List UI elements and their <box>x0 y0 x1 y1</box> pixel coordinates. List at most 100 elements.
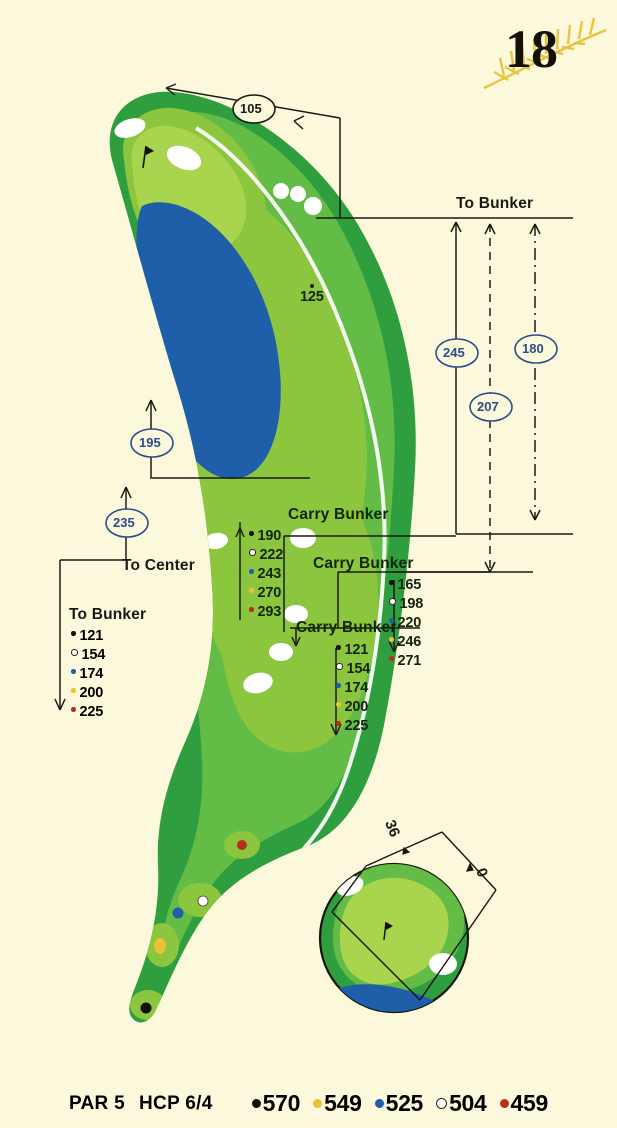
fairway-marker-dot <box>309 284 314 288</box>
distance-value: 271 <box>397 652 422 669</box>
palm-frond-icon <box>483 17 607 90</box>
circle-180-label: 180 <box>522 341 544 356</box>
tee-dot-red <box>249 607 254 612</box>
flag-pin-icon <box>142 145 154 169</box>
circle-235-badge <box>105 508 149 538</box>
tee-dot-red <box>389 656 394 661</box>
scorecard-footer: PAR 5 HCP 6/4 570 549 525 504 459 <box>0 1090 617 1117</box>
tee-dot-yellow <box>389 637 394 642</box>
carry-bunker-2-list: 165 198 220 246 271 <box>389 575 423 670</box>
tee-marker-blue <box>172 907 184 919</box>
tee-dot-blue <box>71 669 76 674</box>
tee-distance-white: 504 <box>436 1090 487 1117</box>
tee-distance-red: 459 <box>499 1090 549 1117</box>
tee-marker-white <box>197 895 209 907</box>
distance-value: 154 <box>346 660 371 677</box>
tee-distance-value: 549 <box>324 1090 362 1116</box>
circle-235-label: 235 <box>113 515 135 530</box>
hole-number: 18 <box>505 19 558 79</box>
tee-dot-black <box>336 645 341 650</box>
green-detail-inset <box>318 831 497 1014</box>
distance-value: 198 <box>399 595 424 612</box>
list-item: 174 <box>336 678 370 697</box>
circle-207-label: 207 <box>477 399 499 414</box>
list-item: 200 <box>71 683 105 702</box>
carry-bunker-3-list: 121 154 174 200 225 <box>336 640 370 735</box>
tee-dot-blue <box>389 618 394 623</box>
tee-dot-red <box>71 707 76 712</box>
tee-dot-white <box>71 649 78 656</box>
tee-dot-black <box>249 531 254 536</box>
list-item: 293 <box>249 602 283 621</box>
list-item: 225 <box>71 702 105 721</box>
hcp-label: HCP 6/4 <box>139 1092 213 1114</box>
tee-dot-yellow <box>336 702 341 707</box>
list-item: 121 <box>71 626 105 645</box>
tee-dot-blue <box>249 569 254 574</box>
distance-value: 246 <box>397 633 422 650</box>
distance-value: 200 <box>344 698 369 715</box>
distance-value: 174 <box>344 679 369 696</box>
tee-distance-value: 504 <box>449 1090 487 1116</box>
distance-value: 165 <box>397 576 422 593</box>
tee-dot-yellow <box>313 1099 323 1108</box>
tee-dot-blue <box>374 1099 384 1108</box>
distance-value: 200 <box>79 684 104 701</box>
tee-dot-red <box>336 721 341 726</box>
tee-dot-white <box>436 1098 448 1109</box>
tee-distance-yellow: 549 <box>313 1090 362 1117</box>
distance-value: 154 <box>81 646 106 663</box>
circle-105-label: 105 <box>240 101 262 116</box>
list-item: 220 <box>389 613 423 632</box>
circle-195-badge <box>130 428 174 458</box>
list-item: 246 <box>389 632 423 651</box>
tee-dot-yellow <box>249 588 254 593</box>
tee-marker-yellow <box>154 938 166 954</box>
distance-value: 220 <box>397 614 422 631</box>
tee-dot-white <box>389 598 396 605</box>
tee-dot-blue <box>336 683 341 688</box>
list-item: 271 <box>389 651 423 670</box>
circle-180-badge <box>514 334 558 364</box>
distance-value: 293 <box>257 603 282 620</box>
tee-dot-red <box>499 1099 509 1108</box>
carry-bunker-1-list: 190 222 243 270 293 <box>249 526 283 621</box>
circle-195-label: 195 <box>139 435 161 450</box>
distance-value: 243 <box>257 565 282 582</box>
tee-dot-black <box>389 580 394 585</box>
carry-bunker-1-label: Carry Bunker <box>288 506 389 523</box>
par-label: PAR 5 <box>68 1092 126 1114</box>
circle-245-badge <box>435 338 479 368</box>
tee-distance-value: 459 <box>510 1090 549 1116</box>
to-center-label: To Center <box>122 557 195 574</box>
fairway-marker-125: 125 <box>300 284 324 305</box>
list-item: 270 <box>249 583 283 602</box>
to-bunker-left-label: To Bunker <box>69 606 147 623</box>
list-item: 222 <box>249 545 283 564</box>
green-inset-flag-icon <box>383 921 393 941</box>
tee-dot-white <box>249 549 256 556</box>
list-item: 154 <box>336 659 370 678</box>
tee-distance-black: 570 <box>251 1090 301 1117</box>
circle-245-label: 245 <box>443 345 465 360</box>
tee-dot-white <box>336 663 343 670</box>
to-bunker-left-list: 121 154 174 200 225 <box>71 626 105 721</box>
distance-value: 190 <box>257 527 282 544</box>
circle-105-badge <box>232 94 276 124</box>
list-item: 165 <box>389 575 423 594</box>
tee-distance-value: 570 <box>262 1090 301 1116</box>
distance-value: 121 <box>344 641 369 658</box>
distance-value: 222 <box>259 546 284 563</box>
list-item: 190 <box>249 526 283 545</box>
fairway-marker-125-label: 125 <box>300 289 324 305</box>
list-item: 174 <box>71 664 105 683</box>
list-item: 225 <box>336 716 370 735</box>
distance-value: 225 <box>344 717 369 734</box>
to-bunker-top-label: To Bunker <box>456 195 534 212</box>
circle-207-badge <box>469 392 513 422</box>
tee-marker-red <box>237 840 247 850</box>
list-item: 121 <box>336 640 370 659</box>
carry-bunker-2-label: Carry Bunker <box>313 555 414 572</box>
